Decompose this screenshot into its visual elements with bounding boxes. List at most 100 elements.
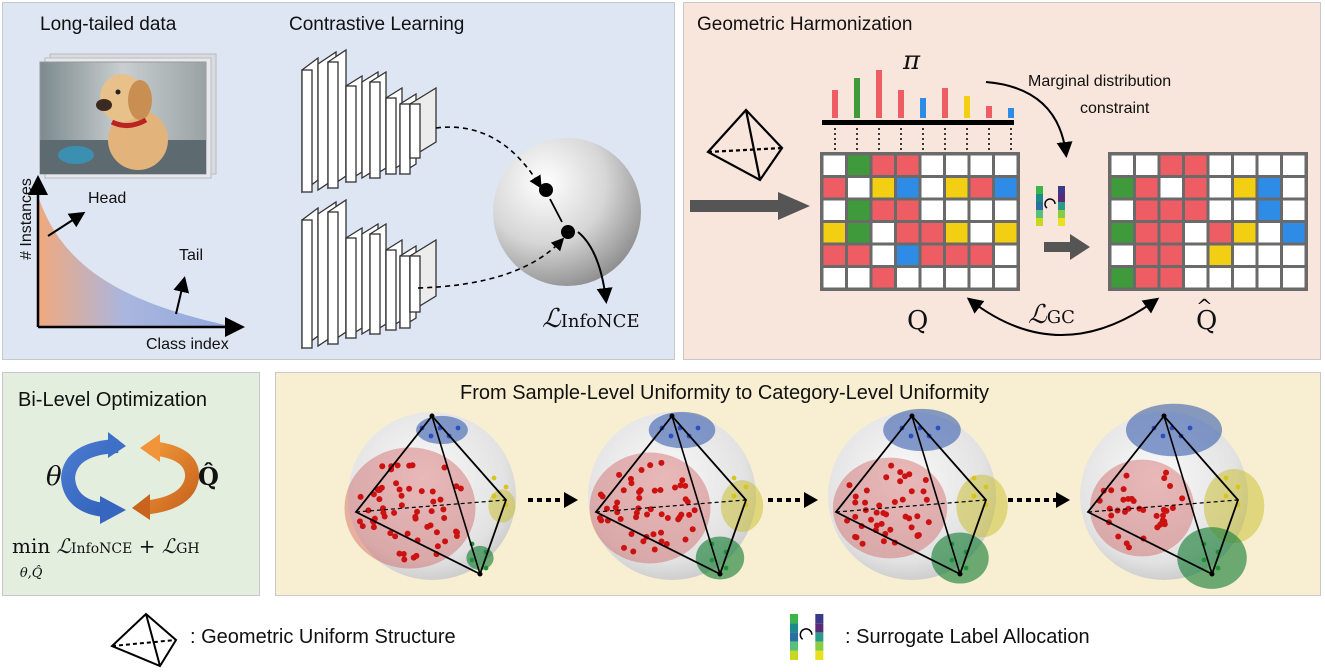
q-matrix xyxy=(820,152,1020,291)
red-point xyxy=(437,496,444,503)
alloc-swatch xyxy=(1058,210,1065,218)
red-point xyxy=(1130,497,1137,504)
uniformity-sphere xyxy=(828,408,1008,584)
grid-cell xyxy=(1185,245,1207,265)
red-point xyxy=(398,492,405,499)
red-point xyxy=(888,462,895,469)
blue-cluster-region xyxy=(1125,403,1223,457)
grid-cell xyxy=(1283,200,1305,220)
grid-cell xyxy=(1136,178,1158,198)
blue-point xyxy=(908,433,914,439)
alloc-swatch xyxy=(1058,186,1065,194)
yellow-point xyxy=(503,484,509,490)
grid-cell xyxy=(872,223,894,243)
alloc-swatch xyxy=(1058,194,1065,202)
grid-cell xyxy=(1283,155,1305,175)
red-point xyxy=(658,529,665,536)
red-point xyxy=(413,552,420,559)
tetrahedron-edge xyxy=(671,415,721,575)
red-point xyxy=(376,496,383,503)
red-point xyxy=(396,550,403,557)
grid-cell xyxy=(1185,178,1207,198)
red-point xyxy=(908,524,915,531)
red-point xyxy=(852,493,859,500)
uniformity-sphere xyxy=(588,411,764,580)
grid-cell xyxy=(1209,200,1231,220)
red-point xyxy=(637,487,644,494)
grid-cell xyxy=(1160,155,1182,175)
green-point xyxy=(1215,565,1221,571)
red-point xyxy=(398,502,405,509)
grid-cell xyxy=(1234,200,1256,220)
red-point xyxy=(899,496,906,503)
alloc-swatch xyxy=(1058,202,1065,210)
arrow-head xyxy=(804,492,818,508)
red-point xyxy=(914,513,921,520)
red-point xyxy=(628,480,635,487)
pi-bar xyxy=(898,90,904,118)
red-point xyxy=(1167,482,1174,489)
optimization-cycle-blue xyxy=(60,432,126,524)
alloc-swatch xyxy=(790,641,799,651)
bilevel-optimization-panel xyxy=(2,372,260,596)
grid-cell xyxy=(1185,155,1207,175)
uniformity-title: From Sample-Level Uniformity to Category… xyxy=(460,382,990,404)
blue-point xyxy=(668,433,674,439)
alloc-swatch xyxy=(815,614,824,624)
vertex xyxy=(1209,571,1215,577)
red-point xyxy=(406,462,413,469)
red-point xyxy=(651,546,658,553)
red-point xyxy=(657,487,664,494)
blue-point xyxy=(428,433,434,439)
q-hat-symbol: Q̂ xyxy=(198,462,219,491)
red-point xyxy=(878,520,885,527)
harmonization-title: Geometric Harmonization xyxy=(697,14,913,35)
red-point xyxy=(630,548,637,555)
red-point xyxy=(401,556,408,563)
progression-arrow xyxy=(1008,492,1070,508)
grid-cell xyxy=(946,268,968,288)
red-point xyxy=(664,514,671,521)
red-point xyxy=(671,484,678,491)
vertex xyxy=(1161,413,1167,419)
green-cluster-region xyxy=(1177,527,1247,589)
red-point xyxy=(644,511,651,518)
encoder-network-bottom xyxy=(301,198,437,350)
blue-point xyxy=(1187,425,1193,431)
red-point xyxy=(852,499,859,506)
grid-cell xyxy=(848,200,870,220)
marginal-label-line1: Marginal distribution xyxy=(1028,73,1172,90)
red-point xyxy=(617,516,624,523)
grid-cell xyxy=(921,223,943,243)
grid-cell xyxy=(1234,155,1256,175)
grid-cell xyxy=(970,223,992,243)
long-tailed-distribution-plot xyxy=(28,175,245,337)
red-point xyxy=(636,494,643,501)
grid-cell xyxy=(1258,178,1280,198)
optimization-cycle-orange xyxy=(132,434,200,520)
red-point xyxy=(356,518,363,525)
grid-cell xyxy=(1111,245,1133,265)
red-point xyxy=(914,532,921,539)
alloc-cycle xyxy=(1044,198,1056,209)
red-point xyxy=(359,523,366,530)
red-point xyxy=(650,531,657,538)
yellow-point xyxy=(731,493,737,499)
marginal-label-line2: constraint xyxy=(1080,100,1150,117)
red-point xyxy=(689,526,696,533)
label-allocation-icon xyxy=(1036,186,1065,226)
red-point xyxy=(902,513,909,520)
grid-frame xyxy=(820,152,1020,291)
grid-cell xyxy=(872,155,894,175)
red-point xyxy=(404,530,411,537)
grid-cell xyxy=(1283,178,1305,198)
grid-cell xyxy=(1258,155,1280,175)
q-hat-matrix-label: ^Q xyxy=(1196,294,1218,336)
red-point xyxy=(1153,512,1160,519)
grid-cell xyxy=(1111,223,1133,243)
red-point xyxy=(393,480,400,487)
yellow-cluster-region xyxy=(720,480,764,532)
red-point xyxy=(1120,486,1127,493)
red-point xyxy=(897,478,904,485)
grid-cell xyxy=(1136,200,1158,220)
